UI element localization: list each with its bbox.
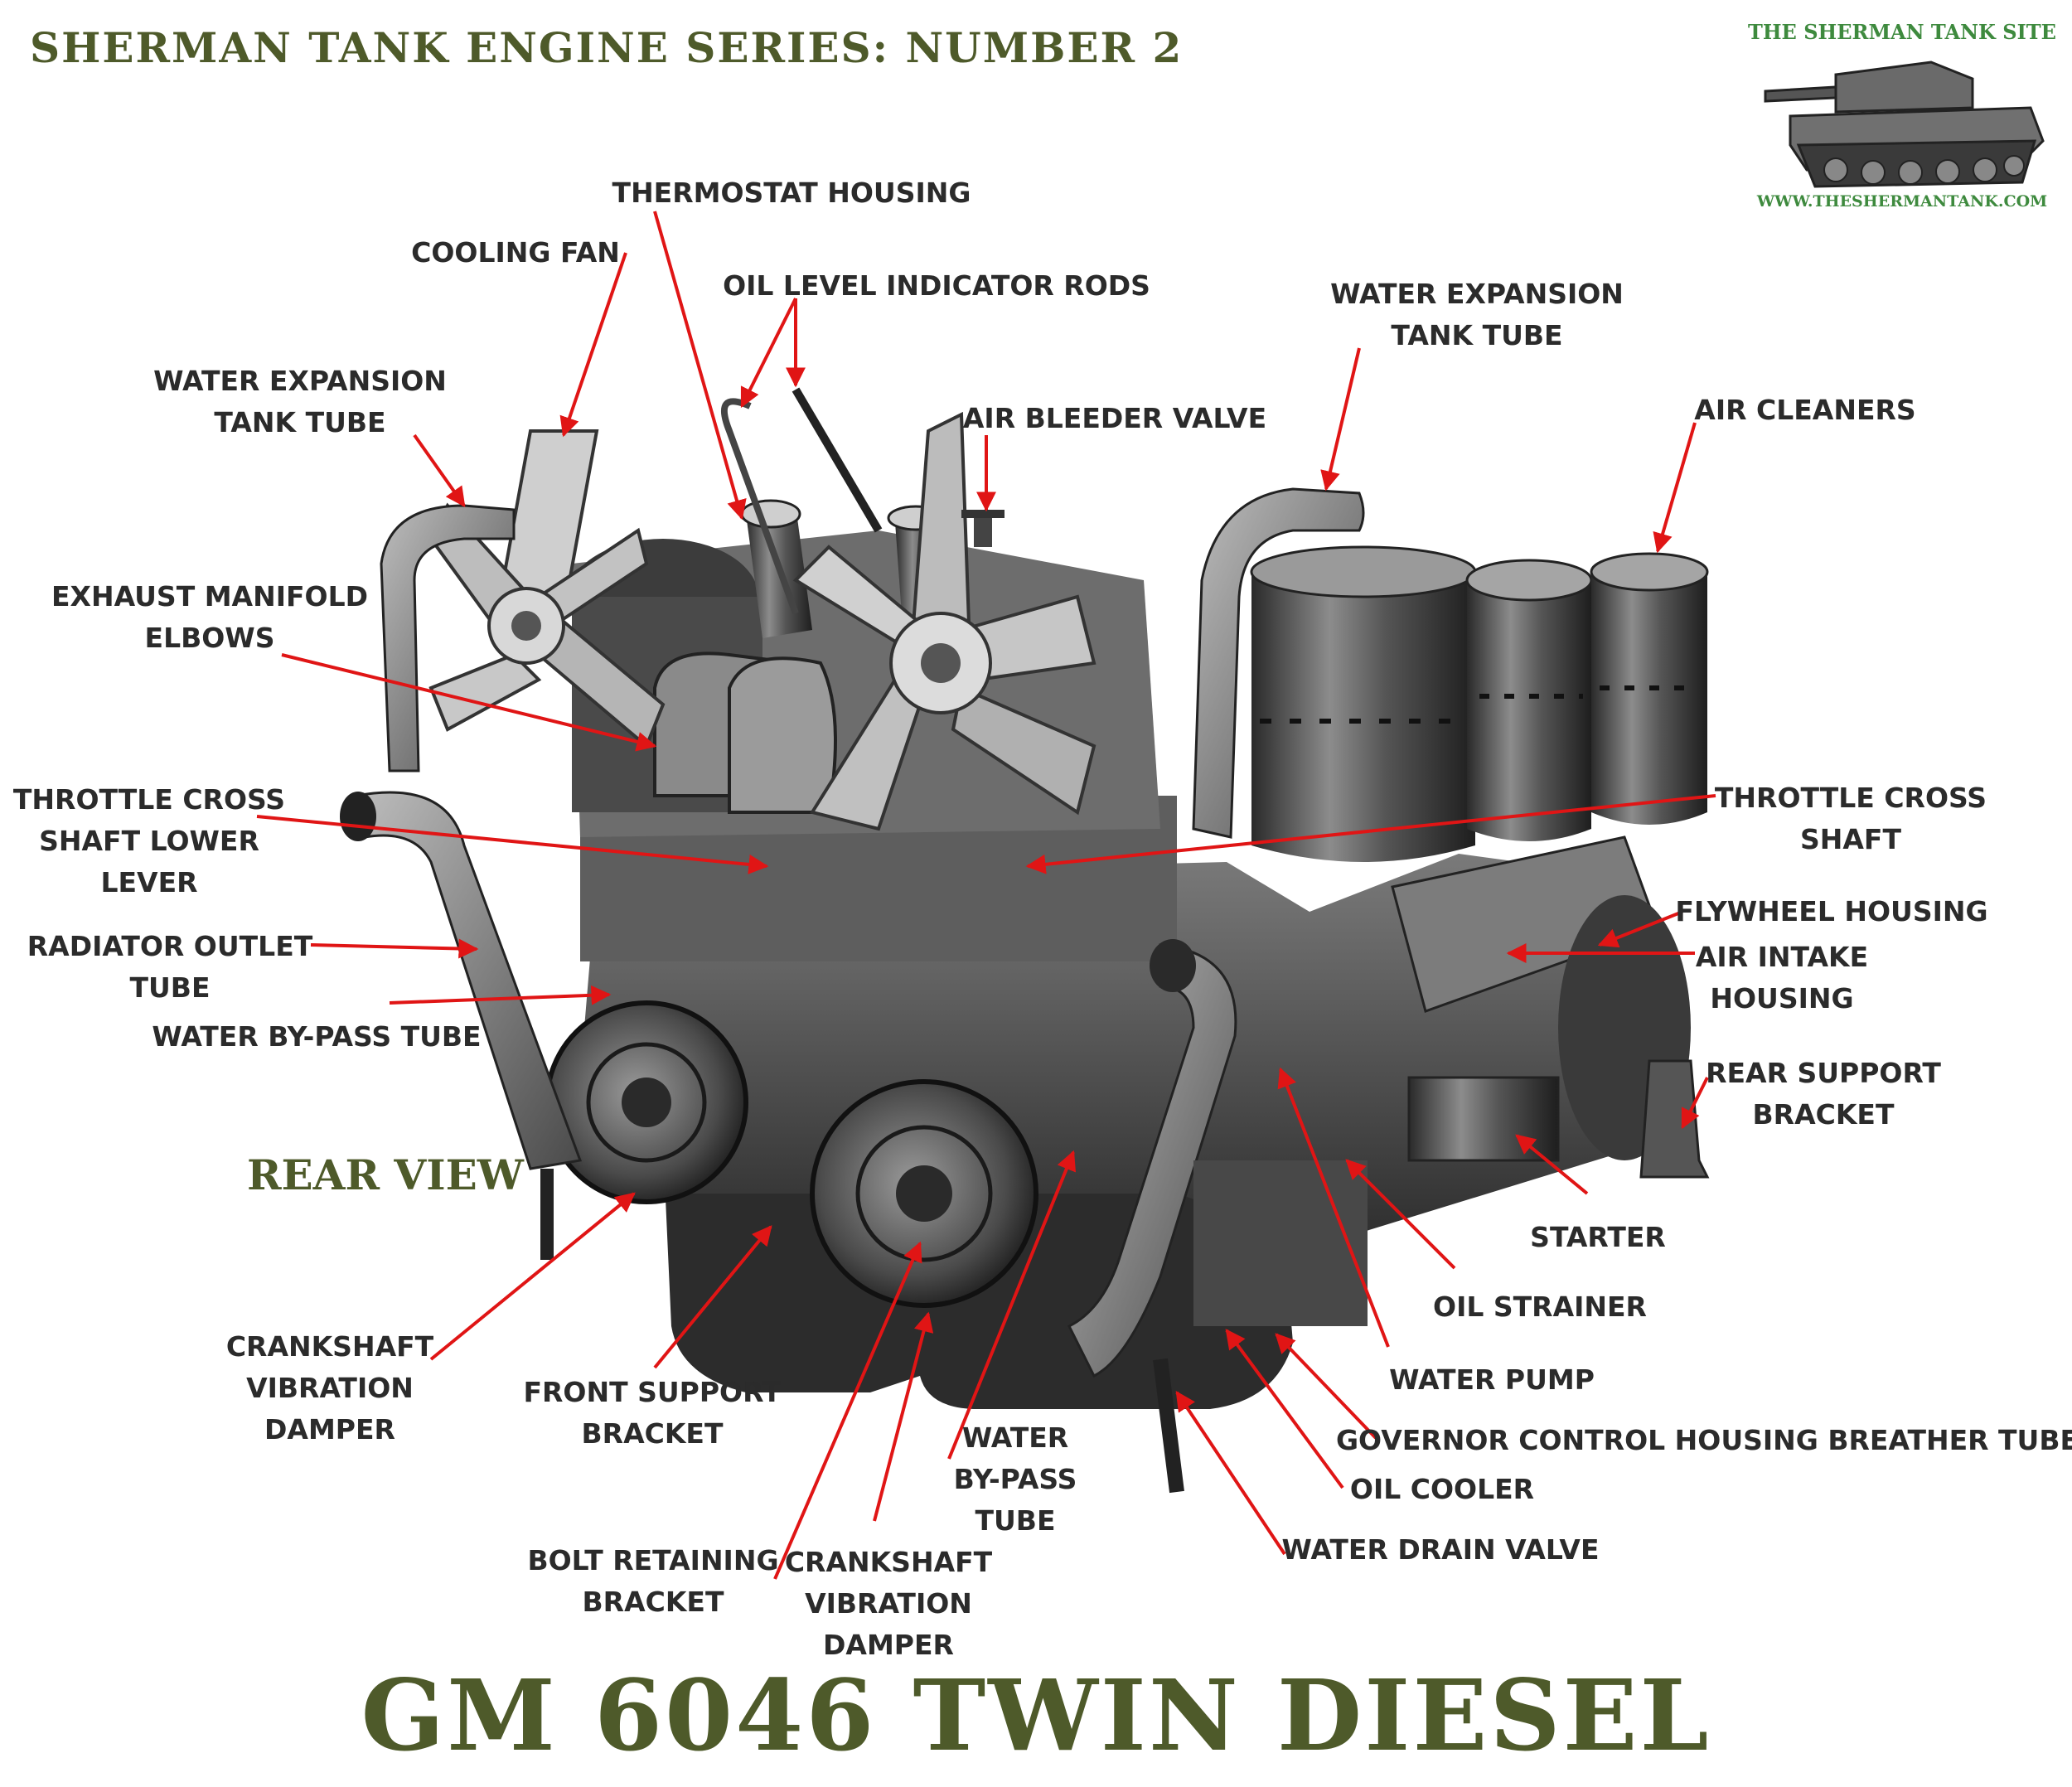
label-water-expansion-tank-tube-right: WATER EXPANSION TANK TUBE [1330, 278, 1624, 351]
label-cooling-fan: COOLING FAN [411, 236, 620, 269]
leader-oil-strainer [1345, 1159, 1456, 1270]
label-bolt-retaining-bracket: BOLT RETAINING BRACKET [527, 1544, 779, 1618]
air-cleaner-2 [1465, 559, 1593, 841]
label-water-pump: WATER PUMP [1389, 1363, 1595, 1396]
oil-cooler-shape [1193, 1160, 1368, 1326]
leader-oil-level-rod-1 [740, 298, 797, 409]
leader-flywheel-housing [1597, 910, 1683, 948]
main-title: GM 6046 TWIN DIESEL [361, 1658, 1711, 1773]
leader-water-drain-valve [1175, 1391, 1286, 1556]
leader-throttle-cross-shaft [1025, 794, 1716, 874]
leader-starter [1515, 1134, 1589, 1195]
label-crankshaft-vibration-damper-left: CRANKSHAFT VIBRATION DAMPER [225, 1330, 434, 1446]
label-water-bypass-tube-left: WATER BY-PASS TUBE [152, 1020, 482, 1053]
leader-rear-support-bracket [1681, 1077, 1709, 1130]
oil-level-rod-2 [792, 387, 883, 533]
label-rear-support-bracket: REAR SUPPORT BRACKET [1706, 1057, 1941, 1131]
leader-exhaust-manifold [281, 653, 657, 752]
air-bleeder-valve [974, 514, 992, 547]
logo-site-name: THE SHERMAN TANK SITE [1748, 20, 2056, 44]
leader-water-bypass-center [947, 1150, 1077, 1460]
label-water-drain-valve: WATER DRAIN VALVE [1281, 1533, 1600, 1566]
air-cleaner-1 [1250, 545, 1477, 862]
radiator-outlet-tube [355, 791, 583, 1170]
right-water-expansion-tube [1192, 487, 1365, 839]
leader-water-expansion-right [1320, 347, 1361, 492]
leader-air-cleaners [1653, 422, 1697, 554]
view-label: REAR VIEW [247, 1150, 524, 1199]
leader-water-bypass-left [389, 985, 612, 1005]
leader-throttle-lower-lever [256, 815, 769, 874]
air-cleaner-3 [1590, 552, 1709, 825]
label-governor-control-housing-breather-tube: GOVERNOR CONTROL HOUSING BREATHER TUBE [1335, 1424, 2072, 1456]
label-throttle-cross-shaft: THROTTLE CROSS SHAFT [1714, 782, 1987, 855]
center-cooling-fan [792, 411, 1097, 831]
label-exhaust-manifold-elbows: EXHAUST MANIFOLD ELBOWS [51, 580, 368, 654]
label-starter: STARTER [1530, 1221, 1666, 1253]
leader-front-support-bracket [653, 1225, 772, 1369]
leader-water-expansion-left [413, 433, 466, 507]
label-flywheel-housing: FLYWHEEL HOUSING [1675, 895, 1988, 927]
leader-cooling-fan [559, 252, 627, 438]
label-water-expansion-tank-tube-left: WATER EXPANSION TANK TUBE [153, 365, 447, 438]
leader-governor-breather [1275, 1333, 1377, 1440]
leader-radiator-outlet [310, 938, 479, 959]
label-air-intake-housing: AIR INTAKE HOUSING [1695, 941, 1869, 1015]
label-air-bleeder-valve: AIR BLEEDER VALVE [962, 402, 1267, 434]
water-bypass-tube-large [1067, 943, 1237, 1378]
label-oil-level-indicator-rods: OIL LEVEL INDICATOR RODS [723, 269, 1150, 302]
leader-bolt-retaining-bracket [773, 1241, 922, 1580]
label-front-support-bracket: FRONT SUPPORT BRACKET [523, 1376, 782, 1450]
left-water-expansion-tube [380, 504, 516, 772]
leader-crankshaft-damper-center [873, 1311, 934, 1522]
label-thermostat-housing: THERMOSTAT HOUSING [612, 177, 971, 209]
label-water-bypass-tube-center: WATER BY-PASS TUBE [953, 1421, 1077, 1537]
left-cooling-fan [428, 429, 666, 749]
label-oil-strainer: OIL STRAINER [1433, 1291, 1647, 1323]
label-air-cleaners: AIR CLEANERS [1694, 394, 1916, 426]
label-crankshaft-vibration-damper-center: CRANKSHAFT VIBRATION DAMPER [784, 1546, 993, 1661]
leader-oil-cooler [1225, 1329, 1344, 1489]
upper-block [580, 796, 1177, 961]
series-title: SHERMAN TANK ENGINE SERIES: NUMBER 2 [30, 23, 1184, 72]
logo-url: WWW.THESHERMANTANK.COM [1756, 192, 2048, 211]
leader-water-pump [1277, 1067, 1390, 1348]
rear-support-bracket-shape [1639, 1059, 1710, 1179]
label-oil-cooler: OIL COOLER [1349, 1473, 1535, 1505]
label-radiator-outlet-tube: RADIATOR OUTLET TUBE [27, 930, 313, 1004]
leader-thermostat-housing [653, 211, 747, 521]
label-throttle-cross-shaft-lower-lever: THROTTLE CROSS SHAFT LOWER LEVER [12, 783, 286, 898]
leader-crankshaft-damper-left [429, 1192, 636, 1361]
